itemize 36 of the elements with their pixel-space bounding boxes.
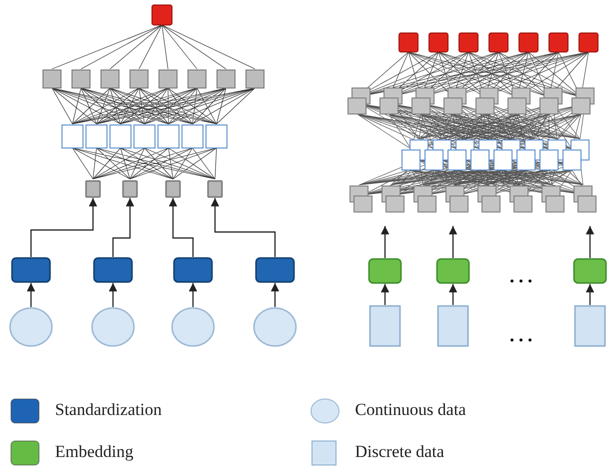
- standardization-box: [173, 257, 213, 283]
- discrete-data-square: [574, 305, 606, 347]
- continuous-data-circle: [171, 307, 215, 347]
- arrow: [26, 283, 36, 307]
- arrow: [380, 226, 390, 258]
- neuron-box: [122, 180, 138, 198]
- standardization-box: [255, 257, 295, 283]
- neuron-box: [85, 180, 101, 198]
- arrow: [448, 284, 458, 305]
- neuron-box: [207, 180, 223, 198]
- neuron-box: [165, 180, 181, 198]
- arrow: [112, 198, 134, 257]
- discrete-data-square: [369, 305, 401, 347]
- arrow: [586, 226, 594, 258]
- arrow: [586, 284, 594, 305]
- legend-label: Discrete data: [355, 442, 444, 462]
- arrow: [210, 198, 276, 257]
- arrow: [30, 198, 98, 257]
- continuous-data-circle: [9, 307, 53, 347]
- arrow: [188, 283, 198, 307]
- standardization-box: [93, 257, 133, 283]
- legend-label: Continuous data: [355, 400, 466, 420]
- legend-label: Embedding: [55, 442, 134, 462]
- arrow: [270, 283, 280, 307]
- arrow: [448, 226, 458, 258]
- continuous-data-circle: [91, 307, 135, 347]
- arrow: [168, 198, 194, 257]
- standardization-box: [11, 257, 51, 283]
- discrete-data-square: [437, 305, 469, 347]
- continuous-data-circle: [253, 307, 297, 347]
- embedding-box: [573, 258, 607, 284]
- legend-label: Standardization: [55, 400, 162, 420]
- embedding-box: [368, 258, 402, 284]
- arrow: [380, 284, 390, 305]
- arrow: [108, 283, 118, 307]
- embedding-box: [436, 258, 470, 284]
